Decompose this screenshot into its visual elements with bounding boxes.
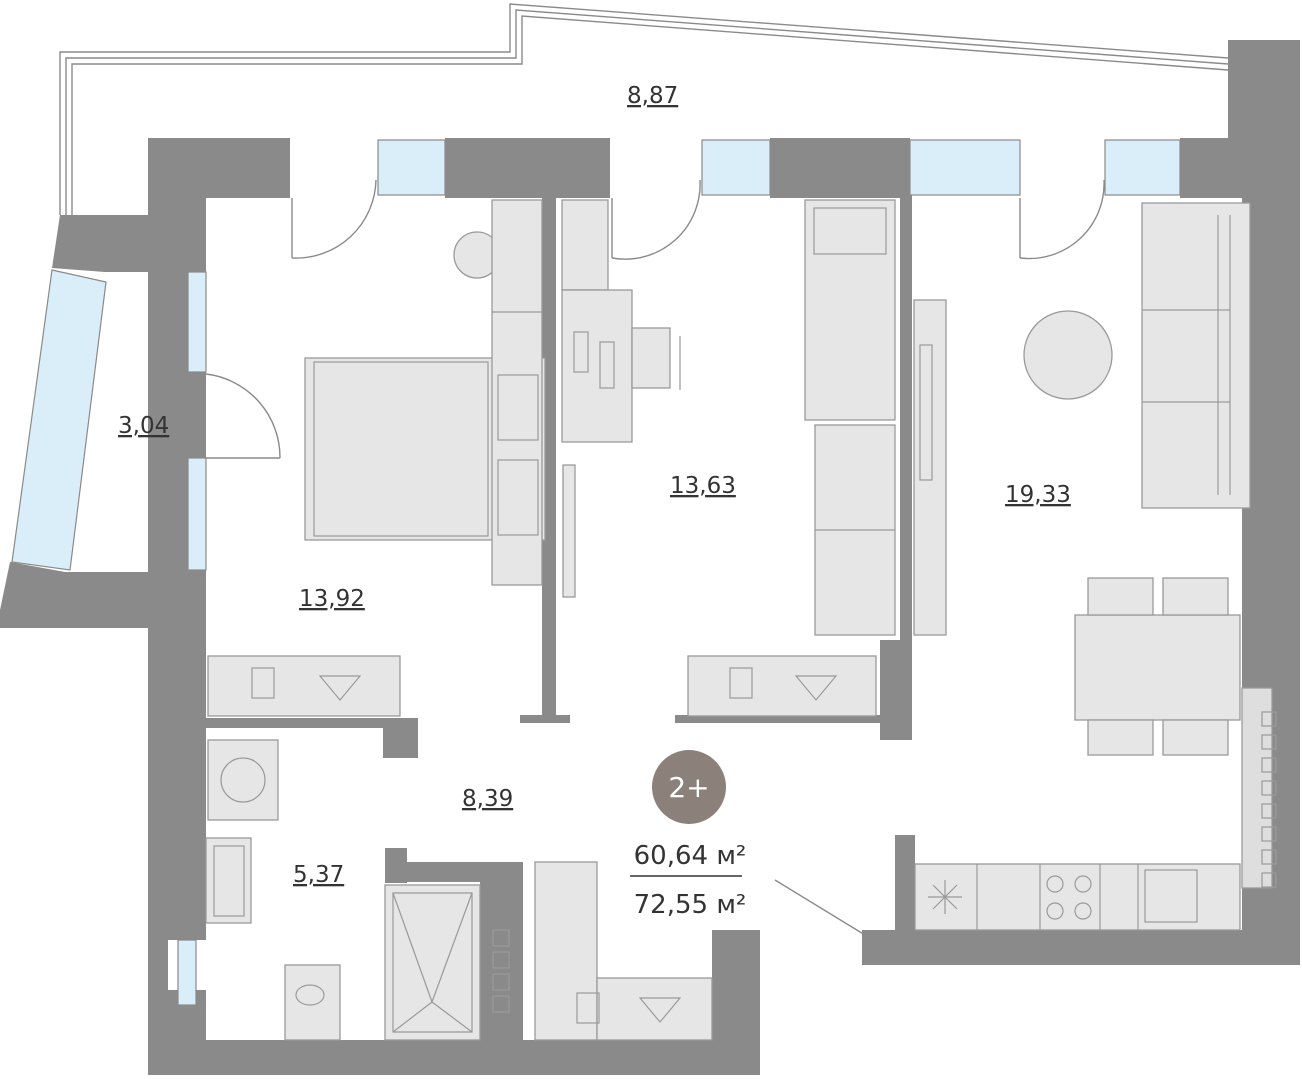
total-area: 72,55 м² [634, 890, 747, 920]
hall-bath-furniture [205, 739, 713, 1041]
study-furniture [561, 199, 896, 717]
bedroom-furniture [207, 199, 546, 717]
bathroom-area-label: 5,37 [293, 862, 344, 888]
loggia-area-label: 3,04 [118, 413, 169, 439]
hall-area-label: 8,39 [462, 786, 513, 812]
windows [11, 139, 1181, 1006]
column-vents [492, 711, 1277, 1013]
balcony-area-label: 8,87 [627, 83, 678, 109]
doors [205, 179, 1105, 936]
living-area-label: 19,33 [1005, 482, 1071, 508]
living-furniture [913, 202, 1273, 931]
balcony-railing [59, 3, 1229, 215]
rooms-badge-text: 2+ [668, 771, 709, 804]
bedroom-area-label: 13,92 [299, 586, 365, 612]
living-area-total: 60,64 м² [634, 841, 747, 871]
rooms-badge: 2+ [652, 750, 726, 824]
walls [0, 40, 1300, 1075]
study-area-label: 13,63 [670, 473, 736, 499]
